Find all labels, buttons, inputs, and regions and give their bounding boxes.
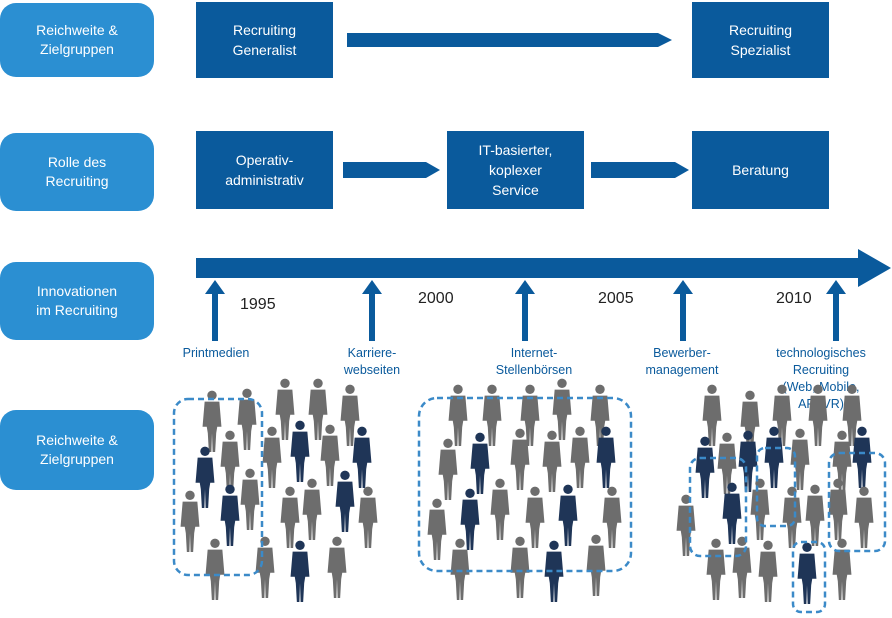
generalist-box: Recruiting Generalist: [196, 2, 333, 78]
group-target-2-outline: [755, 446, 797, 528]
row1-arrow: [347, 33, 672, 47]
year-2005: 2005: [598, 290, 634, 307]
group-target-3-outline: [827, 451, 887, 553]
row2-arrow-2: [591, 162, 689, 178]
group-printmedien-outline: [172, 397, 264, 577]
year-2010: 2010: [776, 290, 812, 307]
group-target-4-outline: [791, 540, 827, 614]
it-service-box: IT-basierter, koplexer Service: [447, 131, 584, 209]
beratung-box: Beratung: [692, 131, 829, 209]
year-1995: 1995: [240, 296, 276, 313]
spezialist-box: Recruiting Spezialist: [692, 2, 829, 78]
up-arrow-printmedien: [205, 280, 225, 341]
operativ-box: Operativ- administrativ: [196, 131, 333, 209]
up-arrow-karriere: [362, 280, 382, 341]
label-stellenboersen: Internet- Stellenbörsen: [495, 346, 573, 377]
group-stellenboersen-outline: [417, 396, 633, 573]
row-label-reichweite: Reichweite & Zielgruppen: [0, 3, 154, 77]
year-2000: 2000: [418, 290, 454, 307]
label-karrierewebseiten: Karriere- webseiten: [343, 346, 401, 377]
row2-arrow-1: [343, 162, 440, 178]
timeline-arrow: [196, 249, 891, 287]
row-label-innovationen: Innovationen im Recruiting: [0, 262, 154, 340]
up-arrow-stellenboersen: [515, 280, 535, 341]
row-label-reichweite-2: Reichweite & Zielgruppen: [0, 410, 154, 490]
label-technologisches-recruiting: technologisches Recruiting (Web, Mobile,…: [776, 346, 866, 411]
group-target-1-outline: [688, 456, 748, 558]
up-arrow-technologisch: [826, 280, 846, 341]
row-label-rolle: Rolle des Recruiting: [0, 133, 154, 211]
up-arrow-bewerber: [673, 280, 693, 341]
label-printmedien: Printmedien: [182, 346, 250, 360]
label-bewerbermanagement: Bewerber- management: [645, 346, 719, 377]
